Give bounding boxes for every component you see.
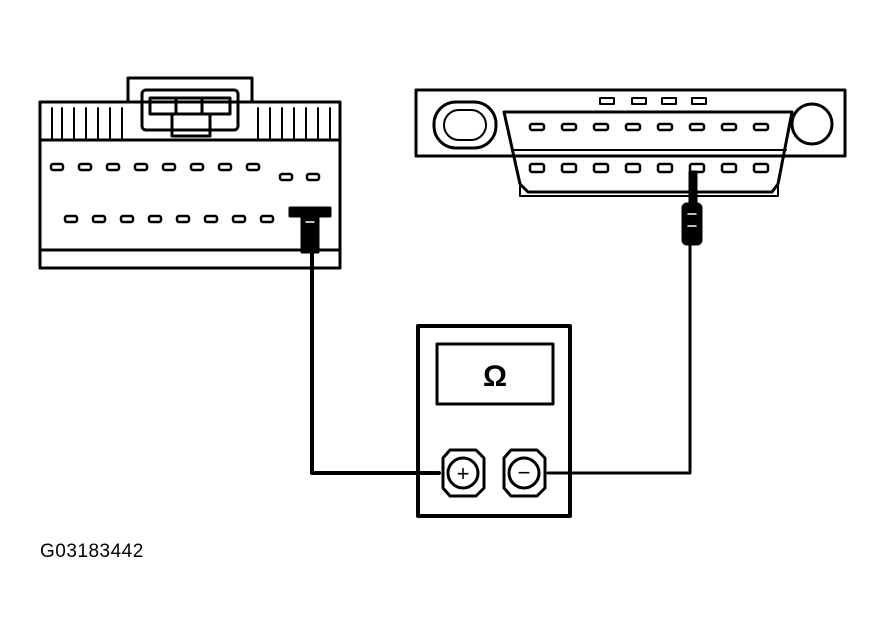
positive-terminal <box>441 448 486 498</box>
dlc-pins-row-1 <box>528 122 770 132</box>
negative-terminal-label: − <box>518 460 531 485</box>
dlc-pins-row-2 <box>528 162 770 174</box>
dlc-mount-hole <box>790 102 834 146</box>
negative-terminal <box>502 448 547 498</box>
connector-ribs <box>51 107 331 139</box>
figure-reference-id: G03183442 <box>40 541 144 562</box>
ohmmeter <box>416 324 572 518</box>
connector-body <box>38 100 342 270</box>
positive-terminal-label: + <box>457 461 470 486</box>
right-test-probe <box>681 170 703 246</box>
ohm-symbol: Ω <box>483 360 507 393</box>
connector-lock-window <box>140 88 240 132</box>
data-link-connector <box>414 88 847 246</box>
connector-lock-tab <box>126 76 254 104</box>
harness-connector <box>38 76 342 270</box>
dlc-mount-slot <box>432 100 498 150</box>
ohmmeter-body <box>416 324 572 518</box>
dlc-flange <box>414 88 847 158</box>
ohmmeter-display <box>435 342 555 406</box>
connector-cavities-row-2 <box>63 214 275 224</box>
negative-test-lead <box>546 242 692 475</box>
dlc-body <box>502 110 794 194</box>
left-test-probe <box>288 206 332 254</box>
positive-test-lead <box>310 248 441 475</box>
connector-cavities-row-1 <box>49 162 321 182</box>
